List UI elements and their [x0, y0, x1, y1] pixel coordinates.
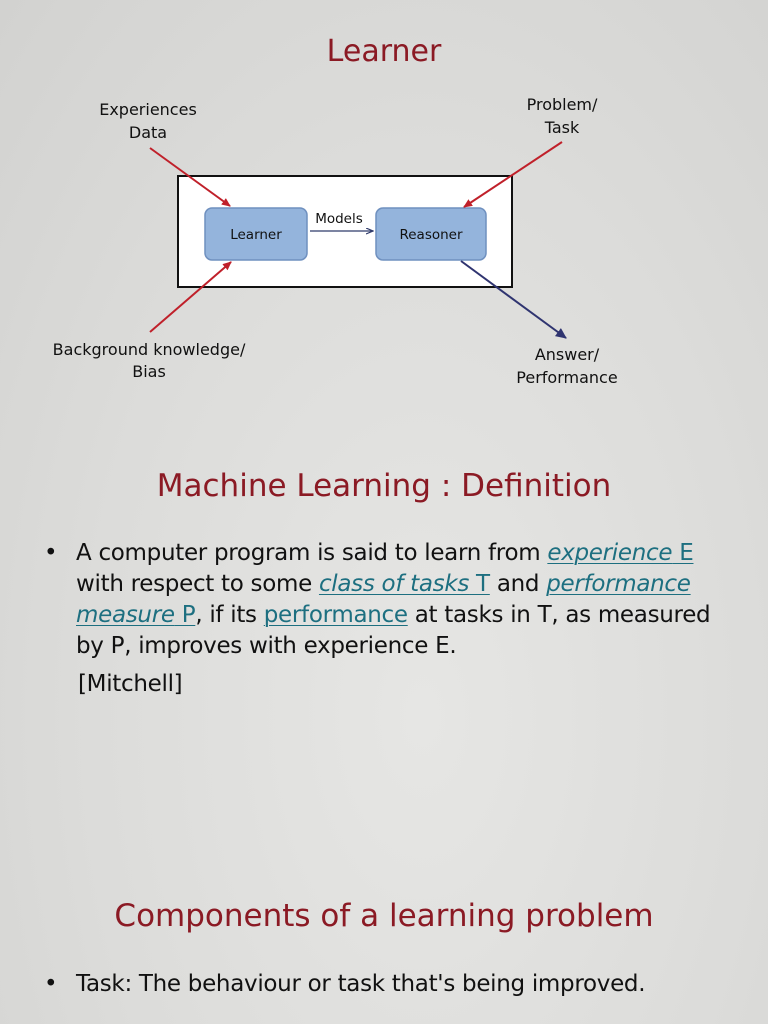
reasoner-box-label: Reasoner — [399, 227, 463, 243]
citation: [Mitchell] — [78, 671, 183, 697]
models-label: Models — [315, 211, 363, 227]
learner-box — [204, 207, 308, 261]
experiences-arrow — [149, 147, 231, 207]
background-arrow — [149, 261, 232, 333]
learner-diagram: Learner Reasoner Models Experiences Data… — [53, 95, 618, 387]
experiences-label: Experiences — [99, 100, 197, 119]
definition-bullet: • A computer program is said to learn fr… — [44, 538, 724, 700]
background-label: Background knowledge/ — [53, 340, 246, 359]
bullet-dot: • — [44, 971, 58, 997]
problem-arrow — [463, 141, 563, 208]
link-performance-measure[interactable]: performance measure P — [76, 571, 691, 628]
bullet-dot: • — [44, 540, 58, 566]
task-component-text: Task: The behaviour or task that's being… — [76, 971, 646, 997]
definition-text: A computer program is said to learn from… — [76, 540, 711, 659]
slide-title-learner: Learner — [326, 34, 442, 69]
data-label: Data — [129, 123, 167, 142]
answer-label: Answer/ — [535, 345, 600, 364]
link-class-of-tasks[interactable]: class of tasks T — [318, 571, 490, 597]
slide-title-definition: Machine Learning : Definition — [156, 468, 612, 504]
link-experience[interactable]: experience E — [547, 540, 694, 566]
link-performance[interactable]: performance — [263, 602, 408, 628]
problem-label: Problem/ — [527, 95, 598, 114]
learner-box-label: Learner — [230, 227, 282, 243]
reasoner-box — [375, 207, 487, 261]
performance-label: Performance — [516, 368, 617, 387]
components-bullet: • Task: The behaviour or task that's bei… — [44, 969, 724, 1000]
task-label: Task — [544, 118, 580, 137]
slide-title-components: Components of a learning problem — [114, 898, 654, 934]
bias-label: Bias — [132, 362, 166, 381]
answer-arrow — [460, 260, 567, 339]
